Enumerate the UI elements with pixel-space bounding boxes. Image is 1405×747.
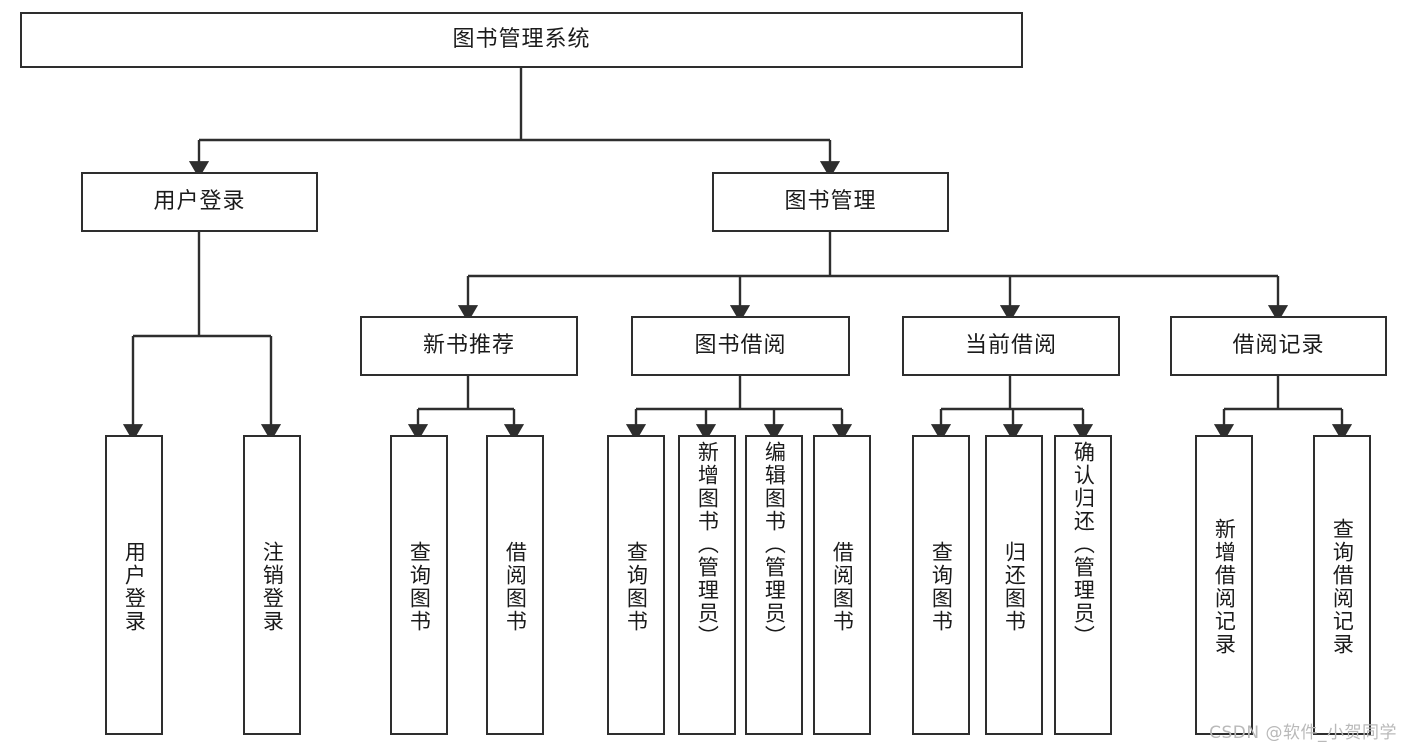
- leaf-add-borrow-record[interactable]: 新增借阅记录: [1195, 435, 1253, 735]
- node-label: 查询图书: [624, 541, 649, 633]
- node-label: 图书管理系统: [452, 26, 591, 52]
- node-book-manage[interactable]: 图书管理: [712, 172, 949, 232]
- node-label: 借阅图书: [503, 541, 528, 633]
- node-label: 注销登录: [260, 541, 285, 633]
- node-root-system[interactable]: 图书管理系统: [20, 12, 1023, 68]
- node-label: 归还图书: [1002, 541, 1027, 633]
- node-label: 确认归还（管理员）: [1071, 441, 1096, 648]
- watermark-text: CSDN @软件_小贺同学: [1209, 723, 1397, 743]
- node-label: 用户登录: [153, 188, 246, 214]
- node-book-borrow[interactable]: 图书借阅: [631, 316, 850, 376]
- leaf-borrow-book-recommend[interactable]: 借阅图书: [486, 435, 544, 735]
- leaf-user-login[interactable]: 用户登录: [105, 435, 163, 735]
- leaf-add-book-admin[interactable]: 新增图书（管理员）: [678, 435, 736, 735]
- node-label: 新增图书（管理员）: [695, 441, 720, 648]
- node-label: 借阅图书: [830, 541, 855, 633]
- leaf-query-book-borrow[interactable]: 查询图书: [607, 435, 665, 735]
- leaf-return-book[interactable]: 归还图书: [985, 435, 1043, 735]
- node-borrow-record[interactable]: 借阅记录: [1170, 316, 1387, 376]
- node-user-login[interactable]: 用户登录: [81, 172, 318, 232]
- node-label: 借阅记录: [1232, 332, 1325, 358]
- leaf-confirm-return-admin[interactable]: 确认归还（管理员）: [1054, 435, 1112, 735]
- node-label: 图书管理: [784, 188, 877, 214]
- node-current-borrow[interactable]: 当前借阅: [902, 316, 1120, 376]
- node-label: 查询借阅记录: [1330, 518, 1355, 656]
- node-label: 新书推荐: [422, 332, 515, 358]
- leaf-edit-book-admin[interactable]: 编辑图书（管理员）: [745, 435, 803, 735]
- node-label: 查询图书: [407, 541, 432, 633]
- node-label: 查询图书: [929, 541, 954, 633]
- node-label: 新增借阅记录: [1212, 518, 1237, 656]
- leaf-borrow-book-borrow[interactable]: 借阅图书: [813, 435, 871, 735]
- leaf-query-book-recommend[interactable]: 查询图书: [390, 435, 448, 735]
- node-label: 图书借阅: [694, 332, 787, 358]
- leaf-query-borrow-record[interactable]: 查询借阅记录: [1313, 435, 1371, 735]
- node-label: 当前借阅: [964, 332, 1057, 358]
- node-label: 用户登录: [122, 541, 147, 633]
- node-label: 编辑图书（管理员）: [762, 441, 787, 648]
- node-new-book-recommend[interactable]: 新书推荐: [360, 316, 578, 376]
- leaf-logout-login[interactable]: 注销登录: [243, 435, 301, 735]
- leaf-query-book-current[interactable]: 查询图书: [912, 435, 970, 735]
